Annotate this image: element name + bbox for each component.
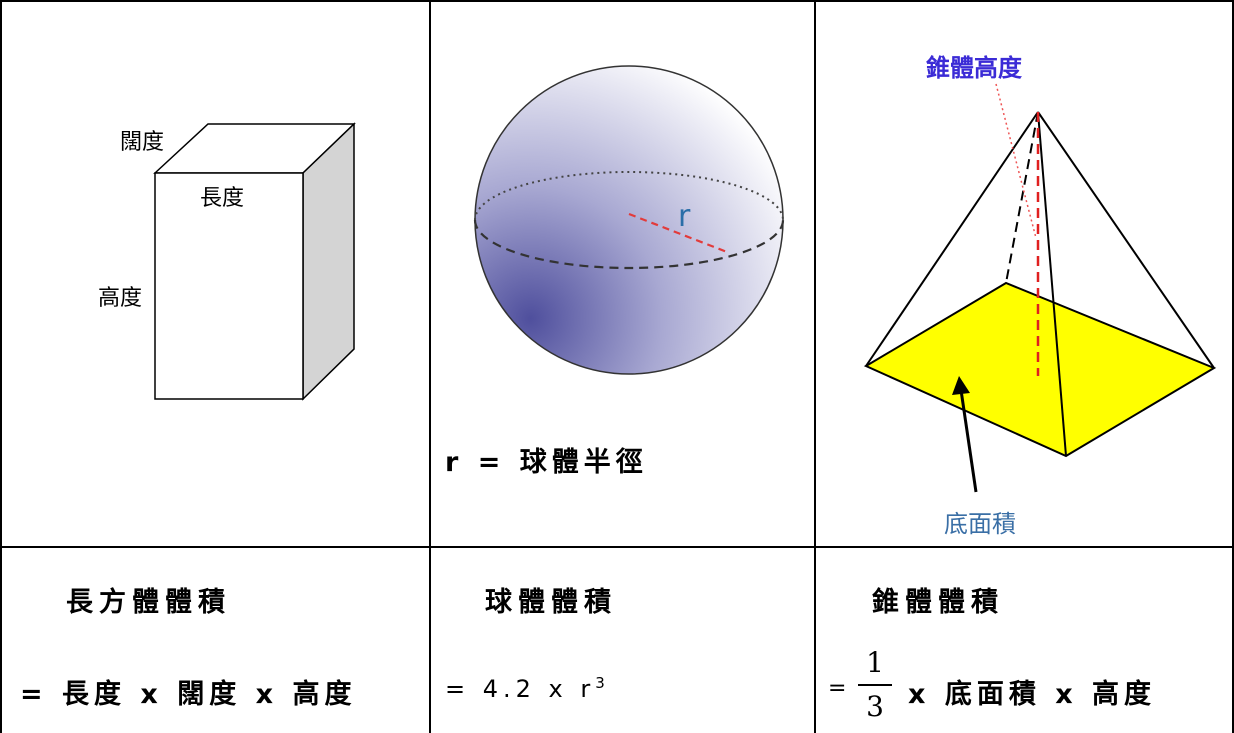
sphere-volume-formula: = 4.2 x r3	[445, 674, 610, 703]
pyramid-height-pointer	[995, 83, 1037, 239]
sphere-radius-definition: r = 球體半徑	[445, 447, 648, 478]
table-border-right	[1232, 0, 1234, 733]
cuboid-side-face	[302, 122, 355, 401]
sphere-radius-label: r	[678, 199, 691, 234]
pyramid-edge-hidden	[1005, 111, 1039, 284]
sphere-diagram	[473, 65, 785, 375]
pyramid-volume-title: 錐體體積	[872, 587, 1004, 618]
sphere-diagram-cell: r r = 球體半徑	[431, 2, 814, 546]
pyramid-fraction-denominator: 3	[866, 690, 884, 723]
sphere-formula-exponent: 3	[595, 674, 610, 692]
pyramid-fraction-bar	[858, 684, 892, 686]
pyramid-volume-formula: x 底面積 x 高度	[908, 679, 1157, 710]
pyramid-formula-equals: =	[828, 676, 852, 701]
pyramid-base-arrowhead	[952, 376, 970, 395]
cuboid-volume-title: 長方體體積	[66, 587, 231, 618]
pyramid-edge-front	[1037, 111, 1067, 457]
sphere-equator-back	[474, 171, 784, 221]
cuboid-diagram	[153, 122, 356, 401]
cuboid-diagram-cell: 闊度 長度 高度	[2, 2, 429, 546]
cuboid-front-face	[154, 172, 304, 400]
pyramid-base	[863, 281, 1217, 458]
table-column-divider-1	[429, 0, 431, 733]
pyramid-edge-right	[1037, 111, 1215, 369]
pyramid-diagram-cell: 錐體高度 底面積	[816, 2, 1232, 546]
cuboid-width-label: 闊度	[120, 130, 165, 155]
pyramid-fraction-numerator: 1	[866, 646, 884, 679]
cuboid-length-label: 長度	[200, 186, 245, 211]
sphere-equator-front	[473, 219, 785, 270]
pyramid-base-label: 底面積	[944, 510, 1016, 538]
pyramid-diagram	[863, 83, 1217, 493]
cuboid-volume-formula: = 長度 x 闊度 x 高度	[20, 679, 357, 710]
table-border-left	[0, 0, 2, 733]
pyramid-height-label: 錐體高度	[926, 54, 1022, 82]
sphere-radius-line	[628, 212, 728, 254]
table-border-top	[0, 0, 1234, 2]
sphere-body	[474, 65, 784, 375]
pyramid-edge-left	[865, 111, 1039, 367]
cuboid-height-label: 高度	[98, 286, 143, 311]
table-column-divider-2	[814, 0, 816, 733]
table-row-divider	[0, 546, 1234, 548]
pyramid-base-pointer	[959, 389, 978, 493]
sphere-formula-text: = 4.2 x r	[445, 675, 596, 703]
sphere-volume-title: 球體體積	[485, 587, 617, 618]
